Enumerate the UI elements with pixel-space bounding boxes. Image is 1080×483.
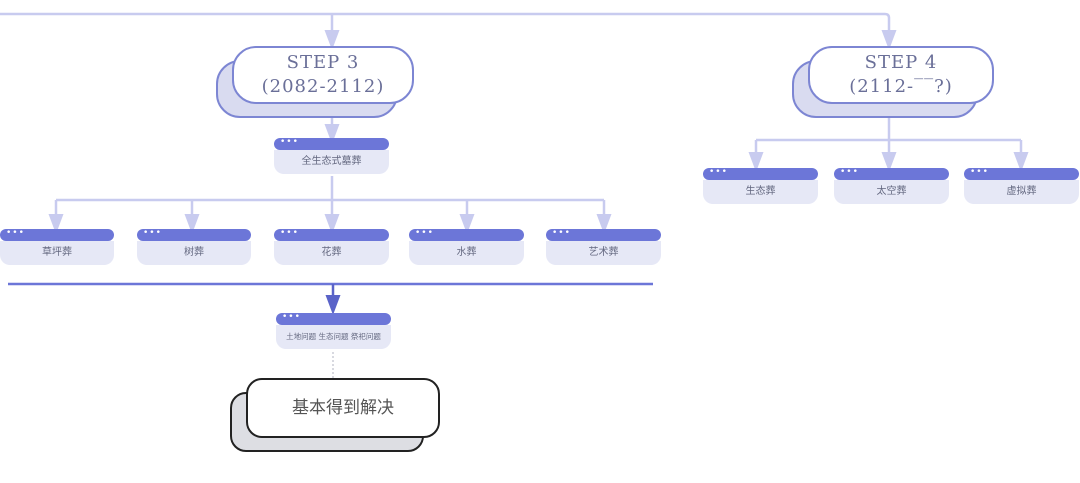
step4-range: (2112-‾‾?) bbox=[849, 76, 953, 97]
node-bar: ••• bbox=[834, 168, 949, 180]
node-bar: ••• bbox=[274, 138, 389, 150]
node-grass: ••• 草坪葬 bbox=[0, 229, 114, 267]
node-tree: ••• 树葬 bbox=[137, 229, 251, 267]
node-label: 太空葬 bbox=[834, 180, 949, 204]
node-bar: ••• bbox=[964, 168, 1079, 180]
step3-range: (2082-2112) bbox=[261, 76, 385, 97]
step3-title: STEP 3 bbox=[286, 52, 360, 73]
node-problems: ••• 土地问题 生态问题 祭祀问题 bbox=[276, 313, 391, 351]
node-bar: ••• bbox=[703, 168, 818, 180]
step4-title: STEP 4 bbox=[864, 52, 938, 73]
node-label: 艺术葬 bbox=[546, 241, 661, 265]
node-bar: ••• bbox=[137, 229, 251, 241]
node-label: 草坪葬 bbox=[0, 241, 114, 265]
node-bar: ••• bbox=[276, 313, 391, 325]
node-bar: ••• bbox=[274, 229, 389, 241]
node-label: 树葬 bbox=[137, 241, 251, 265]
node-bar: ••• bbox=[546, 229, 661, 241]
node-art: ••• 艺术葬 bbox=[546, 229, 661, 267]
node-bar: ••• bbox=[0, 229, 114, 241]
node-label: 虚拟葬 bbox=[964, 180, 1079, 204]
node-label: 全生态式墓葬 bbox=[274, 150, 389, 174]
node-water: ••• 水葬 bbox=[409, 229, 524, 267]
node-space: ••• 太空葬 bbox=[834, 168, 949, 206]
node-step4-eco: ••• 生态葬 bbox=[703, 168, 818, 206]
node-label: 土地问题 生态问题 祭祀问题 bbox=[276, 325, 391, 349]
result-text: 基本得到解决 bbox=[246, 378, 440, 438]
node-label: 花葬 bbox=[274, 241, 389, 265]
node-bar: ••• bbox=[409, 229, 524, 241]
node-label: 水葬 bbox=[409, 241, 524, 265]
node-flower: ••• 花葬 bbox=[274, 229, 389, 267]
node-eco-burial: ••• 全生态式墓葬 bbox=[274, 138, 389, 176]
node-virtual: ••• 虚拟葬 bbox=[964, 168, 1079, 206]
node-label: 生态葬 bbox=[703, 180, 818, 204]
